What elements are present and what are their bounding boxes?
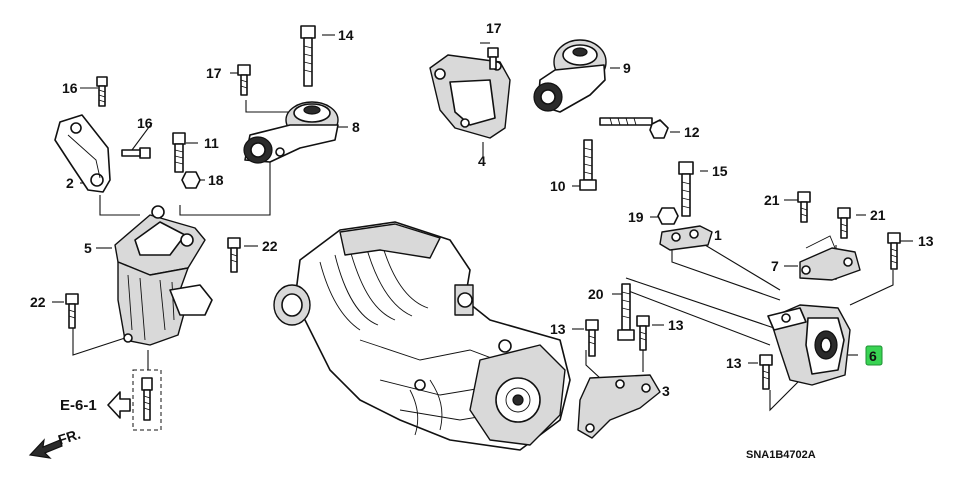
part-2-bracket — [54, 114, 111, 193]
part-6-mount — [767, 304, 851, 386]
callout-2: 2 — [66, 175, 74, 191]
bolt-17-right — [487, 47, 499, 70]
reference-arrow — [107, 391, 131, 419]
callout-15: 15 — [712, 163, 728, 179]
callout-7: 7 — [771, 258, 779, 274]
callout-12: 12 — [684, 124, 700, 140]
bolt-22-left — [65, 293, 79, 329]
callout-13: 13 — [550, 321, 566, 337]
callout-11: 11 — [204, 135, 219, 151]
callout-16: 16 — [137, 115, 153, 131]
bolt-21-left — [797, 191, 811, 223]
part-5-mount — [114, 205, 213, 346]
part-4-bracket — [429, 54, 511, 139]
part-3-bracket — [577, 374, 661, 439]
callout-13: 13 — [918, 233, 934, 249]
bolt-15 — [678, 161, 694, 217]
part-7-bracket — [799, 235, 861, 281]
callout-6: 6 — [869, 348, 877, 364]
callout-10: 10 — [550, 178, 566, 194]
callout-22: 22 — [30, 294, 46, 310]
reference-label: E-6-1 — [60, 397, 97, 414]
bolt-14 — [300, 25, 316, 87]
callout-4: 4 — [478, 153, 486, 169]
diagram-code: SNA1B4702A — [746, 449, 816, 461]
callout-13: 13 — [726, 355, 742, 371]
callout-20: 20 — [588, 286, 604, 302]
bolt-20 — [617, 283, 635, 341]
callout-3: 3 — [662, 383, 670, 399]
part-9-mount — [533, 39, 607, 113]
bolt-13-left — [585, 319, 599, 357]
leader-lines — [52, 34, 913, 412]
bolt-13-lower-right — [759, 354, 773, 390]
callout-1: 1 — [714, 227, 722, 243]
bolt-22-right — [227, 237, 241, 273]
bolt-21-right — [837, 207, 851, 239]
callout-17: 17 — [206, 65, 222, 81]
bolt-17-left — [237, 64, 251, 96]
callout-6-highlight — [865, 345, 883, 366]
bolt-10 — [579, 139, 597, 191]
callout-19: 19 — [628, 209, 644, 225]
callout-labels: 16 16 2 5 22 11 18 22 17 14 8 17 4 9 12 … — [30, 20, 934, 399]
bolt-11 — [172, 132, 186, 173]
bolt-16-side — [121, 147, 151, 159]
callout-16: 16 — [62, 80, 78, 96]
part-8-mount — [243, 101, 339, 164]
callout-18: 18 — [208, 172, 224, 188]
front-direction-arrow — [28, 438, 63, 459]
callout-9: 9 — [623, 60, 631, 76]
engine-assembly — [273, 221, 571, 451]
stud-reference-box — [132, 369, 162, 431]
part-1-bracket — [659, 225, 713, 251]
callout-21: 21 — [870, 207, 886, 223]
bolt-13-center — [636, 315, 650, 351]
front-direction-label: FR. — [56, 426, 82, 448]
callout-14: 14 — [338, 27, 354, 43]
nut-19 — [657, 207, 679, 225]
callout-13: 13 — [668, 317, 684, 333]
bolt-13-far-right — [887, 232, 901, 270]
nut-18 — [181, 171, 201, 189]
callout-8: 8 — [352, 119, 360, 135]
bolt-16-top — [96, 76, 108, 107]
callout-21: 21 — [764, 192, 780, 208]
callout-5: 5 — [84, 240, 92, 256]
callout-17: 17 — [486, 20, 502, 36]
bolt-12 — [599, 117, 669, 139]
callout-22: 22 — [262, 238, 278, 254]
